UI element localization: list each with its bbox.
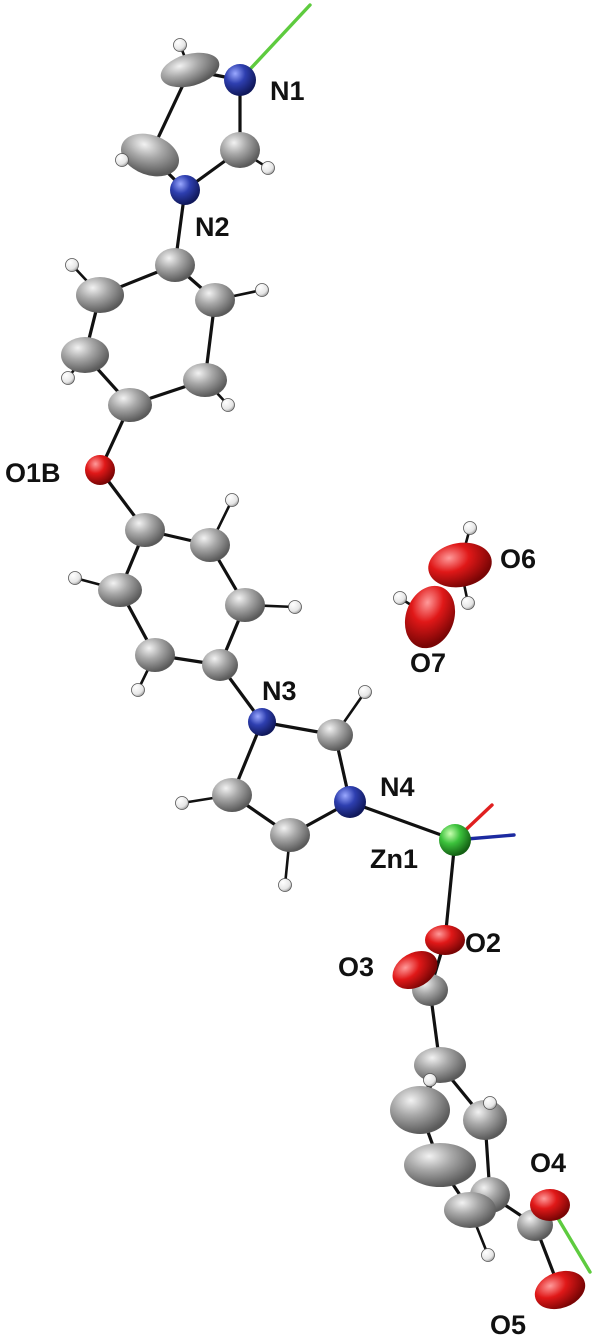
hydrogen-atom	[173, 38, 187, 52]
carbon-atom	[183, 363, 227, 397]
hydrogen-atom	[65, 258, 79, 272]
label-o5: O5	[490, 1310, 526, 1340]
carbon-atom	[160, 52, 220, 88]
atom-o1b	[85, 455, 115, 485]
atom-o7	[404, 585, 456, 649]
carbon-atom	[270, 818, 310, 852]
carbon-atom	[220, 132, 260, 168]
hydrogen-atom	[393, 591, 407, 605]
label-o7: O7	[410, 648, 446, 678]
label-o1b: O1B	[5, 458, 61, 488]
hydrogen-atom	[221, 398, 235, 412]
carbon-atom	[225, 588, 265, 622]
oxygen-atoms	[85, 455, 586, 1310]
atom-n3	[248, 708, 276, 736]
hydrogen-atom	[261, 161, 275, 175]
label-o2: O2	[465, 928, 501, 958]
hydrogen-atom	[255, 283, 269, 297]
carbon-atom	[108, 388, 152, 422]
hydrogen-atom	[61, 371, 75, 385]
atom-n2	[170, 175, 200, 205]
carbon-atom	[98, 573, 142, 607]
carbon-atom	[190, 528, 230, 562]
carbon-atom	[61, 337, 109, 373]
carbon-atom	[212, 778, 252, 812]
carbon-atom	[390, 1086, 450, 1134]
label-n2: N2	[195, 212, 230, 242]
zinc-atoms	[439, 824, 471, 856]
carbon-atom	[317, 719, 353, 751]
atom-o2	[425, 925, 465, 955]
hydrogen-atom	[175, 796, 189, 810]
carbon-atom	[155, 248, 195, 282]
carbon-atom	[414, 1047, 466, 1083]
carbon-atom	[125, 513, 165, 547]
hydrogen-atom	[68, 571, 82, 585]
atom-o3	[392, 951, 438, 989]
atom-labels: N1 N2 O1B O6 O7 N3 N4 Zn1 O2 O3 O4 O5	[5, 76, 566, 1340]
hydrogen-atom	[358, 685, 372, 699]
carbon-atom	[76, 277, 124, 313]
atom-n1	[224, 64, 256, 96]
label-n1: N1	[270, 76, 305, 106]
label-o6: O6	[500, 544, 536, 574]
hydrogen-atom	[461, 596, 475, 610]
carbon-atom	[444, 1192, 496, 1228]
label-zn1: Zn1	[370, 844, 418, 874]
carbon-atom	[195, 283, 235, 317]
carbon-atom	[404, 1143, 476, 1187]
atom-o4	[530, 1189, 570, 1221]
hydrogen-atom	[225, 493, 239, 507]
hydrogen-atom	[463, 521, 477, 535]
hydrogen-atom	[278, 878, 292, 892]
label-n3: N3	[262, 676, 297, 706]
atom-o6	[428, 542, 492, 588]
hydrogen-atom	[483, 1096, 497, 1110]
hydrogen-atom	[131, 683, 145, 697]
hydrogen-atom	[288, 600, 302, 614]
atom-n4	[334, 786, 366, 818]
carbon-atom	[463, 1100, 507, 1140]
label-o4: O4	[530, 1148, 566, 1178]
label-o3: O3	[338, 952, 374, 982]
hydrogen-atoms	[61, 38, 497, 1262]
hydrogen-atom	[481, 1248, 495, 1262]
nitrogen-atoms	[170, 64, 366, 818]
carbon-atoms	[61, 52, 553, 1241]
carbon-atom	[120, 133, 180, 177]
carbon-atom	[202, 649, 238, 681]
label-n4: N4	[380, 772, 415, 802]
hydrogen-atom	[423, 1073, 437, 1087]
hydrogen-atom	[115, 153, 129, 167]
atom-o5	[534, 1270, 586, 1310]
atom-zn1	[439, 824, 471, 856]
carbon-atom	[135, 638, 175, 672]
